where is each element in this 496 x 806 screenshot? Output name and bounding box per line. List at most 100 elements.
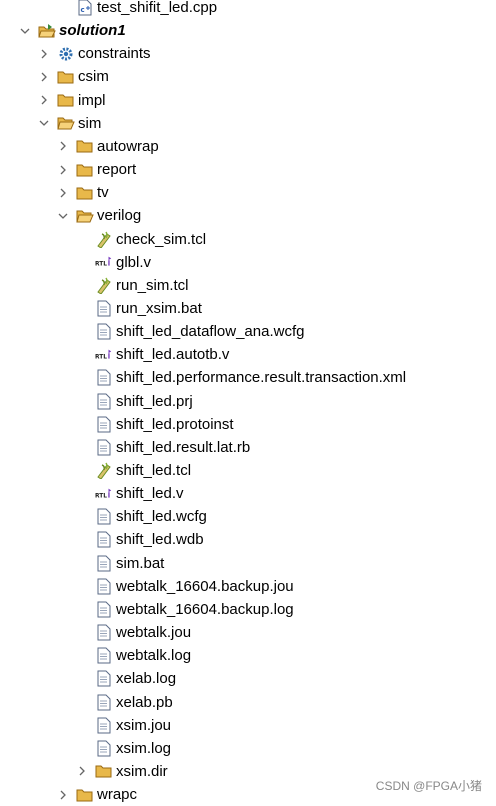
tree-spacer [75,667,89,690]
tree-spacer [75,228,89,251]
tree-item-label: solution1 [59,22,126,40]
tree-item[interactable]: xsim.log [75,737,171,760]
text-file-icon [95,647,113,665]
tree-spacer [75,691,89,714]
tree-item-label: webtalk.jou [116,624,192,642]
tree-item[interactable]: xsim.dir [75,760,168,783]
text-file-icon [95,624,113,642]
tree-spacer [75,714,89,737]
chevron-right-icon[interactable] [56,135,70,158]
chevron-right-icon[interactable] [56,181,70,204]
tree-item[interactable]: shift_led.protoinst [75,413,234,436]
tree-item[interactable]: shift_led.wdb [75,528,204,551]
tree-item[interactable]: shift_led.prj [75,390,193,413]
tree-spacer [56,0,70,19]
text-file-icon [95,299,113,317]
chevron-right-icon[interactable] [56,158,70,181]
tree-item[interactable]: sim [37,112,101,135]
tree-spacer [75,251,89,274]
tree-item[interactable]: csim [37,65,109,88]
tree-item[interactable]: webtalk_16604.backup.jou [75,575,294,598]
tree-item-label: tv [97,184,109,202]
tree-item[interactable]: run_sim.tcl [75,274,189,297]
text-file-icon [95,554,113,572]
folder-icon [76,161,94,179]
tree-item-label: webtalk_16604.backup.jou [116,577,294,595]
text-file-icon [95,323,113,341]
text-file-icon [95,739,113,757]
tree-item[interactable]: webtalk_16604.backup.log [75,598,294,621]
tree-item-label: xsim.dir [116,762,168,780]
tree-item-label: test_shifit_led.cpp [97,0,218,16]
tree-item[interactable]: autowrap [56,135,159,158]
tree-item[interactable]: check_sim.tcl [75,228,206,251]
cpp-file-icon: c [76,0,94,17]
tree-item[interactable]: verilog [56,204,141,227]
text-file-icon [95,693,113,711]
chevron-down-icon[interactable] [37,112,51,135]
tree-item[interactable]: solution1 [18,19,126,42]
tree-item-label: shift_led.prj [116,392,193,410]
tree-item-label: webtalk_16604.backup.log [116,600,294,618]
text-file-icon [95,508,113,526]
svg-text:RTL: RTL [95,262,107,268]
tree-item-label: shift_led.protoinst [116,415,234,433]
tree-item[interactable]: constraints [37,42,151,65]
chevron-right-icon[interactable] [56,783,70,806]
tree-item[interactable]: shift_led.performance.result.transaction… [75,366,406,389]
tree-item[interactable]: report [56,158,136,181]
tree-item-label: xelab.log [116,670,177,688]
svg-text:c: c [81,6,85,14]
tree-item-label: webtalk.log [116,647,192,665]
tree-spacer [75,505,89,528]
tree-item-label: run_xsim.bat [116,299,202,317]
chevron-right-icon[interactable] [37,42,51,65]
tree-item[interactable]: c test_shifit_led.cpp [56,0,217,19]
tree-item-label: shift_led.wcfg [116,508,207,526]
tree-spacer [75,343,89,366]
tree-spacer [75,297,89,320]
text-file-icon [95,600,113,618]
tree-item[interactable]: webtalk.log [75,644,191,667]
tree-item-label: shift_led_dataflow_ana.wcfg [116,323,305,341]
chevron-right-icon[interactable] [75,760,89,783]
tree-spacer [75,598,89,621]
tree-spacer [75,528,89,551]
tree-spacer [75,459,89,482]
text-file-icon [95,369,113,387]
chevron-down-icon[interactable] [56,204,70,227]
folder-icon [95,762,113,780]
tree-item-label: report [97,161,137,179]
text-file-icon [95,670,113,688]
tree-item-label: sim [78,114,102,132]
tree-item[interactable]: shift_led.tcl [75,459,191,482]
chevron-right-icon[interactable] [37,65,51,88]
solution-folder-icon [38,22,56,40]
tree-item[interactable]: webtalk.jou [75,621,191,644]
chevron-right-icon[interactable] [37,89,51,112]
rtl-file-icon: RTL [95,346,113,364]
tree-item[interactable]: tv [56,181,109,204]
tree-item-label: shift_led.result.lat.rb [116,438,251,456]
folder-icon [76,184,94,202]
tree-item-label: shift_led.autotb.v [116,346,230,364]
tree-item[interactable]: shift_led_dataflow_ana.wcfg [75,320,304,343]
tree-item[interactable]: xsim.jou [75,714,171,737]
tree-item[interactable]: xelab.pb [75,691,173,714]
tree-item-label: autowrap [97,137,159,155]
tree-item[interactable]: shift_led.wcfg [75,505,207,528]
tree-item[interactable]: impl [37,89,106,112]
tree-item[interactable]: sim.bat [75,552,164,575]
tree-item[interactable]: run_xsim.bat [75,297,202,320]
tree-spacer [75,413,89,436]
tree-item-label: constraints [78,45,151,63]
tree-item[interactable]: xelab.log [75,667,176,690]
chevron-down-icon[interactable] [18,19,32,42]
svg-text:RTL: RTL [95,493,107,499]
tree-item-label: verilog [97,207,142,225]
tree-item[interactable]: shift_led.result.lat.rb [75,436,250,459]
tree-item[interactable]: wrapc [56,783,137,806]
